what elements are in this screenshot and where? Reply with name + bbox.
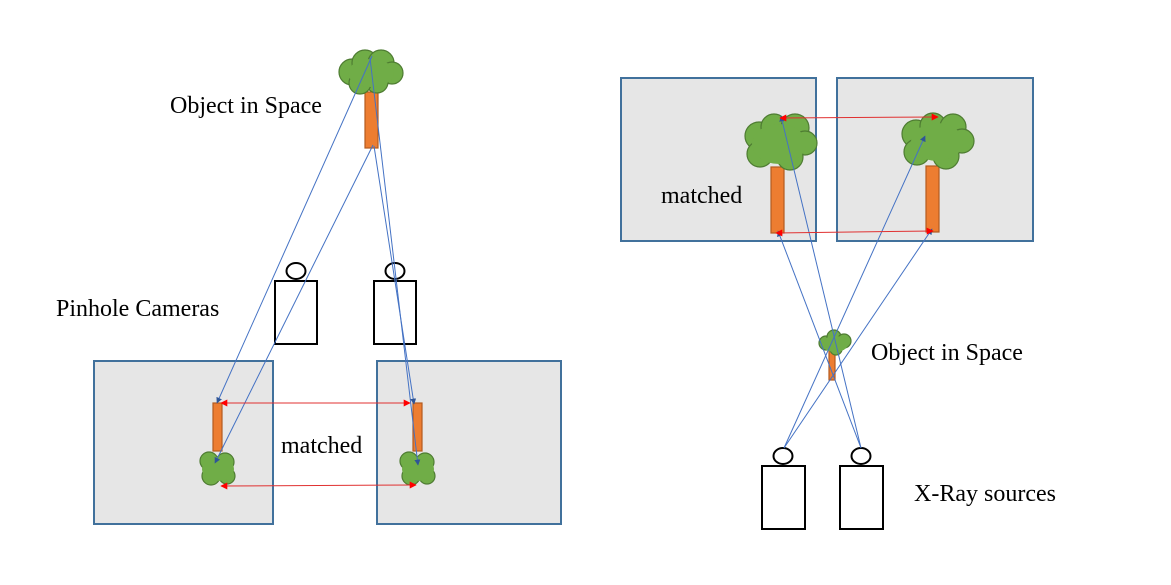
matched-label-right: matched — [661, 183, 742, 209]
xray-source-left — [761, 447, 806, 530]
left-image-plane-b — [376, 360, 562, 525]
pinhole-cameras-label: Pinhole Cameras — [56, 296, 219, 322]
match-lines-right — [775, 113, 939, 237]
xray-rays — [777, 115, 933, 449]
tree-crown — [338, 49, 404, 95]
xray-section: matched Object in Space X-Ray sources — [620, 77, 1056, 530]
pinhole-camera-left — [274, 262, 318, 345]
pinhole-camera-right — [373, 262, 417, 345]
object-in-space-label-right: Object in Space — [871, 340, 1023, 366]
match-lines-left — [220, 399, 417, 490]
projection-rays-left — [214, 55, 421, 466]
left-image-plane-a — [93, 360, 274, 525]
matched-label-left: matched — [281, 433, 362, 459]
pinhole-stereo-section: Object in Space Pinhole Cameras matched — [56, 49, 562, 525]
object-in-space-label-left: Object in Space — [170, 93, 322, 119]
object-tree-top — [338, 49, 404, 149]
xray-image-tree-a — [744, 113, 818, 234]
xray-sources-label: X-Ray sources — [914, 481, 1056, 507]
xray-source-right — [839, 447, 884, 530]
image-tree-left-plane — [199, 402, 236, 486]
